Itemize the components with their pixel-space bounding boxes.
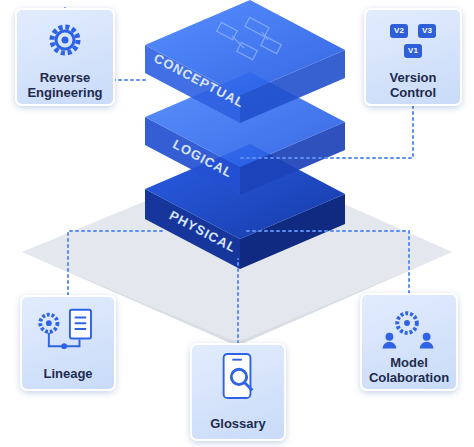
feature-title-text: Version Control xyxy=(370,70,456,100)
version-tag: V2 xyxy=(390,24,408,38)
layer-name: LOGICAL xyxy=(171,136,236,180)
feature-title-text: Lineage xyxy=(26,366,110,381)
feature-icon xyxy=(362,295,456,355)
model-layer-label: LOGICAL xyxy=(171,136,236,180)
slab-top xyxy=(145,0,345,95)
feature-icon xyxy=(366,10,460,70)
feature-title-text: Glossary xyxy=(196,416,280,431)
feature-title: Model Colaboration xyxy=(366,355,452,385)
dotted-connector xyxy=(68,231,163,295)
feature-icon xyxy=(192,345,284,405)
model-layer-label: CONCEPTUAL xyxy=(151,50,247,110)
feature-card: Version Control V2 V3V1 xyxy=(364,8,462,106)
schema-sketch xyxy=(217,17,282,59)
feature-title-text: Model Colaboration xyxy=(366,355,452,385)
feature-title: Reverse Engineering xyxy=(21,70,109,100)
version-tag: V3 xyxy=(418,24,436,38)
feature-card: Glossary xyxy=(190,343,286,441)
feature-title: Lineage xyxy=(26,366,110,381)
version-tag: V1 xyxy=(404,44,422,58)
layer-name: PHYSICAL xyxy=(167,207,239,255)
dotted-connector xyxy=(243,231,409,293)
feature-title: Glossary xyxy=(196,416,280,431)
feature-title-text: Reverse Engineering xyxy=(21,70,109,100)
feature-card: Model Colaboration xyxy=(360,293,458,391)
layer-name: CONCEPTUAL xyxy=(151,50,247,110)
dotted-connector xyxy=(239,106,413,158)
feature-icon xyxy=(17,10,113,70)
dotted-connector xyxy=(237,259,239,343)
feature-card: Lineage xyxy=(20,295,116,391)
feature-title: Version Control xyxy=(370,70,456,100)
feature-card: Reverse Engineering xyxy=(15,8,115,106)
model-layer-label: PHYSICAL xyxy=(167,207,239,255)
feature-icon xyxy=(22,297,114,357)
